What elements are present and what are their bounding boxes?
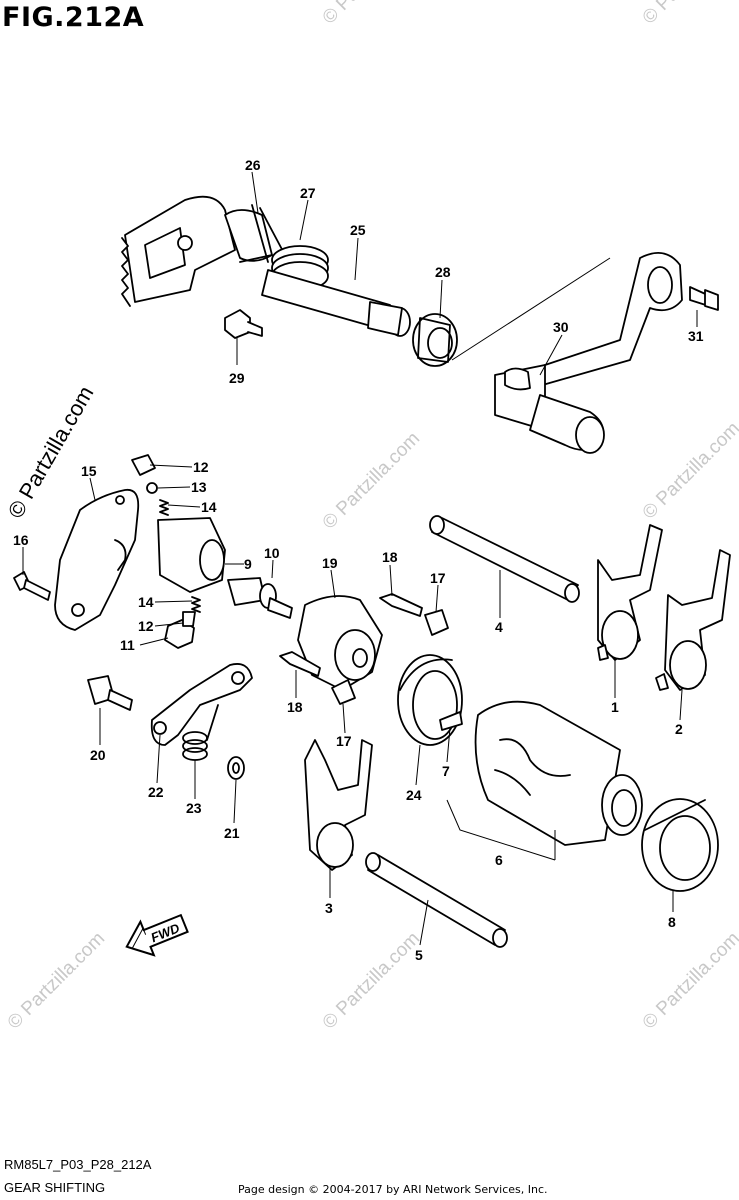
part-10-bolt	[227, 577, 293, 619]
watermark: © Partzilla.com	[319, 0, 424, 29]
callout-14: 14	[201, 499, 217, 515]
part-17-washer	[424, 609, 449, 636]
part-12-cap	[131, 454, 156, 476]
part-12-pin	[182, 611, 196, 627]
part-2-fork	[655, 549, 731, 691]
part-18-screw	[379, 593, 423, 617]
callout-9: 9	[244, 556, 252, 572]
watermark: © Partzilla.com	[639, 418, 739, 523]
part-21-washer	[227, 756, 245, 780]
callout-15: 15	[81, 463, 97, 479]
callout-12: 12	[193, 459, 209, 475]
callout-3: 3	[325, 900, 333, 916]
callout-13: 13	[191, 479, 207, 495]
watermark: © Partzilla.com	[319, 428, 424, 533]
part-14-spring	[191, 596, 201, 613]
part-28-seal	[412, 313, 458, 367]
part-27-spring	[239, 245, 329, 291]
callout-26: 26	[245, 157, 261, 173]
part-31-bolt	[689, 286, 719, 311]
watermark: © Partzilla.com	[4, 928, 109, 1033]
callout-1: 1	[611, 699, 619, 715]
callout-24: 24	[406, 787, 422, 803]
footer-description: GEAR SHIFTING	[4, 1180, 106, 1195]
part-19-gear	[297, 595, 383, 691]
callout-17: 17	[430, 570, 446, 586]
fwd-arrow-badge: FWD	[125, 913, 189, 957]
part-3-fork	[304, 739, 373, 871]
part-9-cam	[157, 517, 226, 593]
callout-4: 4	[495, 619, 503, 635]
callout-5: 5	[415, 947, 423, 963]
callout-23: 23	[186, 800, 202, 816]
part-13-ball	[146, 482, 158, 494]
callout-27: 27	[300, 185, 316, 201]
figure-title: FIG.212A	[2, 2, 145, 33]
callout-labels: 26 27 25 28 29 30 31 12 13 14 15 16 9 10…	[13, 157, 704, 963]
watermark: © Partzilla.com	[319, 928, 424, 1033]
callout-11: 11	[120, 637, 135, 653]
part-15-plate	[54, 488, 140, 631]
callout-31: 31	[688, 328, 704, 344]
part-30-shift-pedal	[494, 251, 683, 454]
part-20-bolt	[87, 675, 133, 711]
part-25-shaft	[261, 269, 411, 337]
part-18-screw	[279, 651, 321, 677]
callout-25: 25	[350, 222, 366, 238]
part-8-needle-bearing	[641, 798, 719, 892]
callout-8: 8	[668, 914, 676, 930]
watermark: © Partzilla.com	[639, 0, 739, 29]
callout-18b: 18	[287, 699, 303, 715]
callout-2: 2	[675, 721, 683, 737]
callout-30: 30	[553, 319, 569, 335]
part-7-pin	[439, 711, 463, 731]
callout-21: 21	[224, 825, 240, 841]
callout-29: 29	[229, 370, 245, 386]
part-29-bolt	[224, 309, 263, 339]
part-16-screw	[13, 571, 51, 601]
callout-20: 20	[90, 747, 106, 763]
part-22-gearshift-arm	[150, 663, 253, 746]
callout-12b: 12	[138, 618, 154, 634]
part-24-bearing	[397, 654, 463, 746]
callout-10: 10	[264, 545, 280, 561]
leader-lines	[22, 171, 698, 946]
part-1-fork	[597, 524, 663, 661]
part-14-spring	[159, 499, 169, 516]
part-6-shift-drum	[474, 700, 643, 846]
callout-17b: 17	[336, 733, 352, 749]
callout-18: 18	[382, 549, 398, 565]
callout-6: 6	[495, 852, 503, 868]
part-26-shift-shaft-arm	[121, 195, 286, 307]
footer-figure-code: RM85L7_P03_P28_212A	[4, 1157, 152, 1172]
watermark: © Partzilla.com	[639, 928, 739, 1033]
part-5-shaft	[365, 852, 508, 948]
callout-19: 19	[322, 555, 338, 571]
part-4-shaft	[429, 515, 580, 603]
part-11-stopper	[164, 619, 195, 649]
callout-22: 22	[148, 784, 164, 800]
callout-7: 7	[442, 763, 450, 779]
part-17-washer	[331, 679, 356, 705]
watermark-vertical: © Partzilla.com	[3, 382, 99, 523]
footer-copyright: Page design © 2004-2017 by ARI Network S…	[238, 1183, 548, 1196]
callout-16: 16	[13, 532, 29, 548]
callout-28: 28	[435, 264, 451, 280]
callout-14b: 14	[138, 594, 154, 610]
